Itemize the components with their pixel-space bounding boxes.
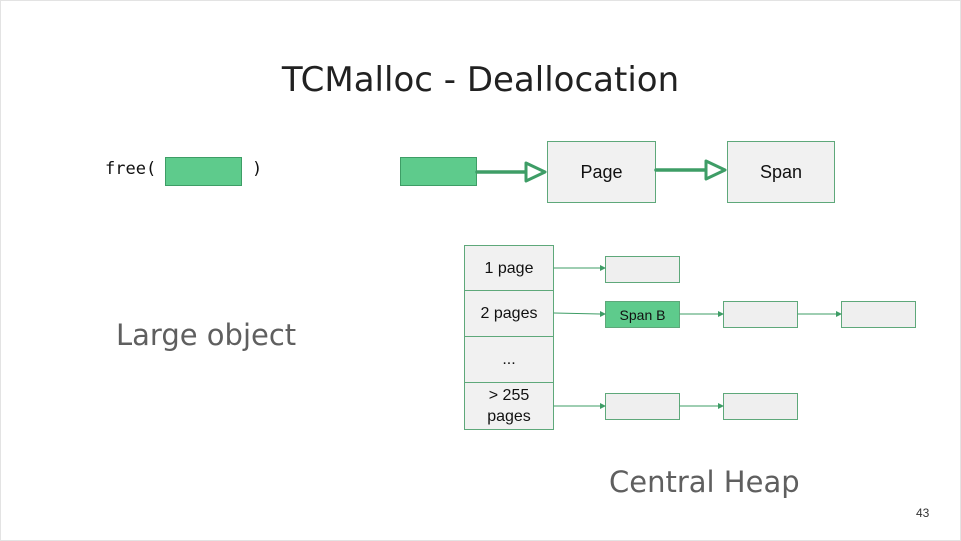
heap-link-arrow: [553, 312, 601, 315]
heap-link-arrowhead: [600, 403, 606, 409]
heap-row-255-pages: > 255 pages: [464, 382, 554, 430]
lookup-arrow-head: [524, 161, 547, 183]
heap-link-arrowhead: [718, 311, 724, 317]
free-call-close: ): [252, 159, 263, 179]
heap-row-label: 1 page: [484, 259, 534, 277]
free-list-span: [605, 256, 680, 283]
heap-link-arrowhead: [600, 311, 606, 317]
heap-row-label: 2 pages: [480, 305, 538, 322]
page-number: 43: [916, 506, 930, 520]
heap-link-arrowhead: [836, 311, 842, 317]
heap-row-label: > 255 pages: [487, 387, 531, 425]
freed-object-block: [165, 157, 242, 186]
page-box: Page: [547, 141, 656, 203]
free-call-open: free(: [105, 159, 157, 179]
slide-title: TCMalloc - Deallocation: [281, 60, 680, 100]
large-object-label: Large object: [116, 318, 297, 352]
heap-row-ellipsis: ...: [464, 336, 554, 383]
free-list-span: [605, 393, 680, 420]
heap-link-arrowhead: [718, 403, 724, 409]
central-heap-caption: Central Heap: [609, 465, 800, 499]
span-box: Span: [727, 141, 835, 203]
object-pointer-block: [400, 157, 477, 186]
span-b-box: Span B: [605, 301, 680, 328]
page-to-span-arrow-head: [704, 159, 727, 181]
free-list-span: [723, 393, 798, 420]
heap-row-2-pages: 2 pages: [464, 290, 554, 337]
span-b-label: Span B: [619, 306, 666, 323]
page-box-label: Page: [580, 161, 623, 182]
span-box-label: Span: [759, 161, 803, 182]
free-list-span: [841, 301, 916, 328]
heap-row-label: ...: [502, 351, 516, 368]
free-list-span: [723, 301, 798, 328]
heap-link-arrowhead: [600, 265, 606, 271]
